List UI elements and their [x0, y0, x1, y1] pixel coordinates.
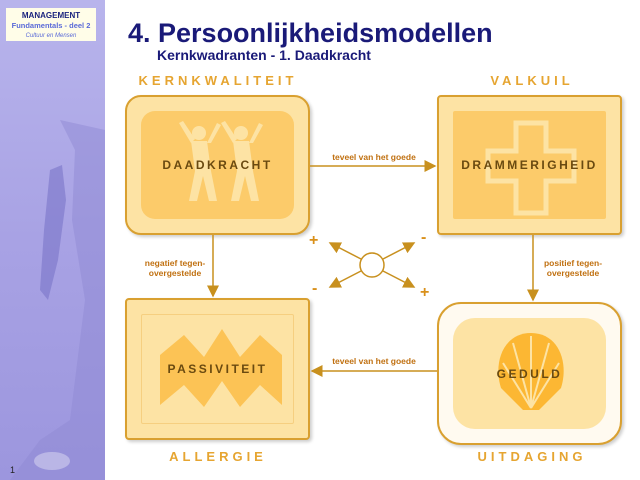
- quadrant-inner: [141, 314, 294, 424]
- arrow-label-bottom: teveel van het goede: [332, 356, 416, 366]
- sign-minus: -: [421, 229, 427, 246]
- page-title: 4. Persoonlijkheidsmodellen: [128, 18, 493, 48]
- quadrant-valkuil: DRAMMERIGHEID: [437, 95, 622, 235]
- quadrant-inner: [453, 318, 606, 429]
- arrow-label-left: negatief tegen-overgestelde: [144, 258, 206, 278]
- caption-allergie: ALLERGIE: [169, 449, 267, 464]
- cross-icon: [485, 120, 577, 216]
- arrow-label-right: positief tegen-overgestelde: [543, 258, 603, 278]
- sign-plus: +: [309, 232, 319, 249]
- sign-minus: -: [312, 280, 318, 297]
- badge-line3: Cultuur en Mensen: [25, 33, 77, 39]
- dancing-figures-icon: [179, 121, 263, 201]
- climber-silhouette: [10, 120, 105, 480]
- quadrant-allergie: PASSIVITEIT: [125, 298, 310, 440]
- sidebar: MANAGEMENT Fundamentals - deel 2 Cultuur…: [0, 0, 105, 480]
- course-badge: MANAGEMENT Fundamentals - deel 2 Cultuur…: [6, 8, 96, 41]
- page-subtitle: Kernkwadranten - 1. Daadkracht: [157, 47, 371, 63]
- quadrant-inner: [141, 111, 294, 219]
- shell-icon: [498, 333, 564, 410]
- quadrant-inner: [453, 111, 606, 219]
- arrow-label-top: teveel van het goede: [332, 152, 416, 162]
- caption-uitdaging: UITDAGING: [477, 449, 587, 464]
- quadrant-word: DRAMMERIGHEID: [461, 158, 598, 172]
- sign-plus: +: [420, 284, 430, 301]
- quadrant-uitdaging: GEDULD: [437, 302, 622, 445]
- caption-valkuil: VALKUIL: [490, 73, 574, 88]
- page-number: 1: [10, 465, 16, 475]
- center-circle: [359, 252, 385, 278]
- badge-line1: MANAGEMENT: [21, 11, 81, 20]
- logo: [34, 452, 70, 470]
- zigzag-icon: [160, 329, 282, 407]
- quadrant-word: PASSIVITEIT: [167, 362, 268, 376]
- quadrant-word: GEDULD: [496, 366, 563, 381]
- caption-kernkwaliteit: KERNKWALITEIT: [138, 73, 298, 88]
- quadrant-kernkwaliteit: DAADKRACHT: [125, 95, 310, 235]
- quadrant-word: DAADKRACHT: [162, 158, 273, 172]
- badge-line2: Fundamentals - deel 2: [11, 21, 91, 30]
